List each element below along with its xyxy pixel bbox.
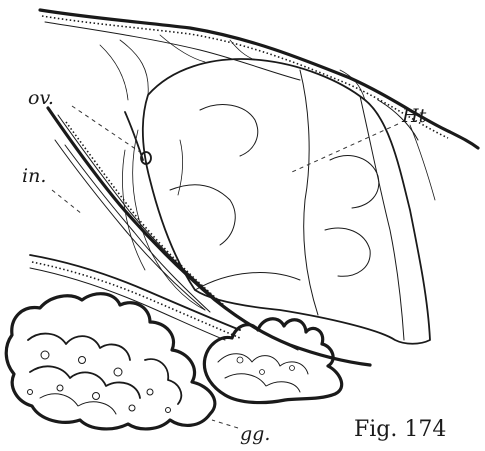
body-wall: [40, 10, 478, 148]
leader-lines: [52, 106, 398, 428]
label-gg: gg.: [240, 423, 270, 445]
label-in: in.: [22, 165, 46, 187]
intestine: [48, 108, 370, 365]
leader-in: [52, 190, 82, 214]
figure-caption: Fig. 174: [354, 417, 446, 442]
leader-ht: [292, 124, 398, 172]
leader-gg: [212, 420, 238, 428]
ovary-duct: [125, 112, 151, 164]
label-ht: Ht.: [401, 105, 432, 127]
heart-chamber: [100, 35, 435, 344]
label-ov: ov.: [28, 87, 54, 109]
